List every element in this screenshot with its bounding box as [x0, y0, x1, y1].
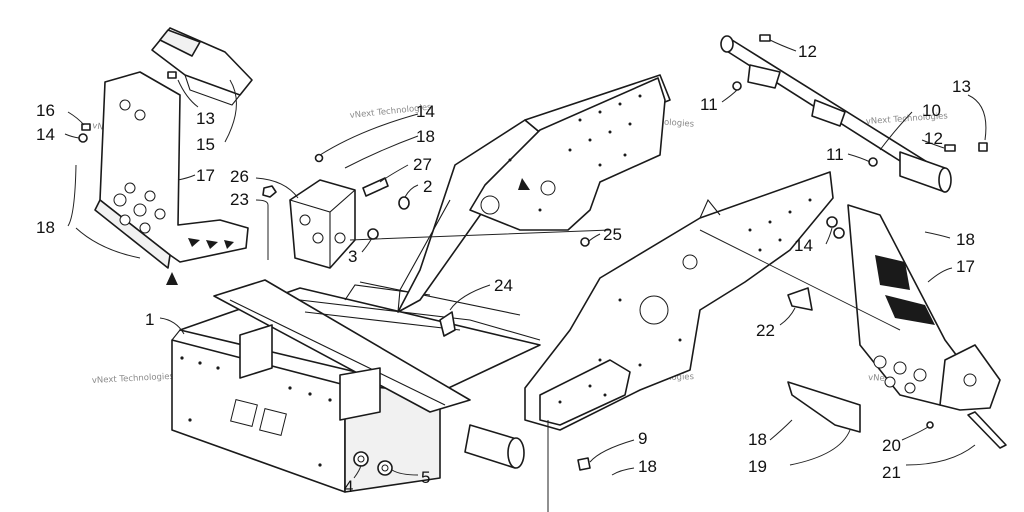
callout-5: 5: [421, 468, 430, 487]
callout-25: 25: [603, 225, 622, 244]
right-tunnel-panel: [524, 171, 834, 431]
hardware: [78, 34, 988, 476]
callout-4: 4: [344, 477, 353, 496]
callout-11-right: 11: [826, 145, 844, 164]
steering-cross-shaft: [720, 35, 952, 193]
leader-lines: [64, 39, 987, 512]
right-front-panel: [847, 204, 1001, 411]
callout-18-lower: 18: [748, 430, 767, 449]
callout-12-top: 12: [798, 42, 817, 61]
callout-18-left: 18: [36, 218, 55, 237]
callout-17-right: 17: [956, 257, 975, 276]
left-front-panel: [94, 71, 249, 285]
callout-11-left: 11: [700, 95, 718, 114]
callout-23: 23: [230, 190, 249, 209]
watermark-text: vNext Technologies: [92, 372, 175, 386]
engine-mount: [289, 177, 389, 269]
callout-22: 22: [756, 321, 775, 340]
callout-12-right: 12: [924, 129, 943, 148]
callout-2: 2: [423, 177, 432, 196]
callout-13-left: 13: [196, 109, 215, 128]
callout-3: 3: [348, 247, 357, 266]
callout-15: 15: [196, 135, 215, 154]
callout-18-mid: 18: [416, 127, 435, 146]
callout-26: 26: [230, 167, 249, 186]
callout-24: 24: [494, 276, 513, 295]
callout-19: 19: [748, 457, 767, 476]
callout-20: 20: [882, 436, 901, 455]
callout-21: 21: [882, 463, 901, 482]
callout-27: 27: [413, 155, 432, 174]
callout-1: 1: [145, 310, 154, 329]
callout-14-right: 14: [794, 236, 813, 255]
callout-16: 16: [36, 101, 55, 120]
callout-10: 10: [922, 101, 941, 120]
callout-14-left: 14: [36, 125, 55, 144]
callout-13-right: 13: [952, 77, 971, 96]
callout-9: 9: [638, 429, 647, 448]
callout-labels: 1 2 3 4 5 9 10 11 11 12 12 13 13 14 14 1…: [36, 42, 975, 496]
callout-14-mid: 14: [416, 102, 435, 121]
callout-18-right: 18: [956, 230, 975, 249]
bulkhead-frame: [171, 279, 541, 493]
small-brackets: [787, 287, 1007, 449]
callout-17-left: 17: [196, 166, 215, 185]
callout-18-bottom: 18: [638, 457, 657, 476]
left-tunnel-panel: [469, 77, 666, 231]
